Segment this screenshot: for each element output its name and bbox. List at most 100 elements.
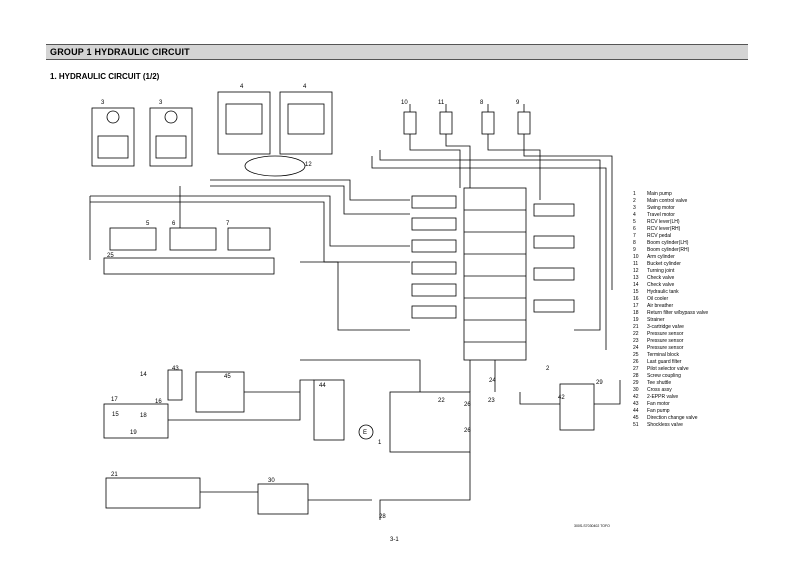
legend-item-number: 18	[633, 310, 639, 316]
label-5: 5	[146, 221, 150, 227]
legend-item-number: 27	[633, 366, 639, 372]
terminal-block	[103, 257, 275, 275]
swing-motor-right-symbol	[164, 110, 178, 124]
section-title: 1. HYDRAULIC CIRCUIT (1/2)	[50, 72, 160, 81]
legend-item-number: 14	[633, 282, 639, 288]
legend-item-number: 13	[633, 275, 639, 281]
legend-item: 28 Screw coupling	[633, 373, 753, 380]
legend-item-number: 19	[633, 317, 639, 323]
legend-item-label: Arm cylinder	[647, 254, 675, 260]
label-18: 18	[140, 413, 147, 419]
label-19: 19	[130, 430, 137, 436]
label-45: 45	[224, 374, 231, 380]
legend-item: 26 Last guard filter	[633, 359, 753, 366]
fan-pump	[313, 379, 345, 441]
legend-item-label: Shockless valve	[647, 422, 683, 428]
legend-item-number: 12	[633, 268, 639, 274]
travel-motor-left-box	[217, 91, 271, 155]
hydraulic-tank	[103, 403, 169, 439]
legend-item-number: 16	[633, 296, 639, 302]
label-22: 22	[438, 398, 445, 404]
legend-item-label: Pressure sensor	[647, 345, 684, 351]
legend-item-label: 3-cartridge valve	[647, 324, 684, 330]
legend-item-number: 1	[633, 191, 636, 197]
label-21: 21	[111, 472, 118, 478]
turning-joint	[244, 155, 306, 177]
label-23: 23	[488, 398, 495, 404]
swing-motor-left-inner	[97, 135, 129, 159]
label-29: 29	[596, 380, 603, 386]
legend-item: 6 RCV lever(RH)	[633, 226, 753, 233]
boom-cylinder-rh	[517, 111, 531, 135]
legend-item-label: RCV pedal	[647, 233, 672, 239]
label-30: 30	[268, 478, 275, 484]
legend-item-number: 4	[633, 212, 636, 218]
label-43: 43	[172, 366, 179, 372]
legend-item-label: Turning joint	[647, 268, 675, 274]
legend-item-label: Oil cooler	[647, 296, 669, 302]
component-number-labels: 3 3 4 4 5 6 7 8 9 10 11 12 14 15 16 17 1…	[101, 84, 603, 520]
fan-motor	[167, 369, 183, 401]
label-15: 15	[112, 412, 119, 418]
rcv-lever-rh	[169, 227, 217, 251]
bucket-cylinder	[439, 111, 453, 135]
group-title: GROUP 1 HYDRAULIC CIRCUIT	[50, 47, 190, 57]
legend-item-label: Fan pump	[647, 408, 670, 414]
travel-motor-right-box	[279, 91, 333, 155]
legend-item-number: 2	[633, 198, 636, 204]
legend-item-label: Tee shuttle	[647, 380, 672, 386]
legend-item-number: 45	[633, 415, 639, 421]
engine-symbol	[358, 424, 374, 440]
legend-item: 16 Oil cooler	[633, 296, 753, 303]
direction-change-valve	[195, 371, 245, 413]
legend-item-label: Pressure sensor	[647, 338, 684, 344]
legend-item-number: 26	[633, 359, 639, 365]
legend-item-label: Main control valve	[647, 198, 688, 204]
label-6: 6	[172, 221, 176, 227]
legend-item-number: 8	[633, 240, 636, 246]
main-control-valve	[463, 187, 527, 361]
label-4-left: 4	[240, 84, 244, 90]
legend-item: 12 Turning joint	[633, 268, 753, 275]
legend-item: 10 Arm cylinder	[633, 254, 753, 261]
label-4-right: 4	[303, 84, 307, 90]
cross-assy	[257, 483, 309, 515]
legend-item-label: Screw coupling	[647, 373, 681, 379]
legend-item-number: 51	[633, 422, 639, 428]
legend-item-number: 6	[633, 226, 636, 232]
legend-item-number: 28	[633, 373, 639, 379]
boom-cylinder-lh	[481, 111, 495, 135]
legend-item-label: Direction change valve	[647, 415, 698, 421]
arm-cylinder	[403, 111, 417, 135]
legend-item-label: RCV lever(RH)	[647, 226, 681, 232]
legend-item-label: Fan motor	[647, 401, 670, 407]
cartridge-valve	[105, 477, 201, 509]
legend-item: 51 Shockless valve	[633, 422, 753, 429]
label-2: 2	[546, 366, 550, 372]
legend-item-number: 10	[633, 254, 639, 260]
swing-motor-right-box	[149, 107, 193, 167]
legend-item-label: Last guard filter	[647, 359, 682, 365]
legend-item-label: Bucket cylinder	[647, 261, 681, 267]
travel-motor-right-inner	[287, 103, 325, 135]
legend-item-number: 9	[633, 247, 636, 253]
legend-item: 45 Direction change valve	[633, 415, 753, 422]
label-12: 12	[305, 162, 312, 168]
legend-item-number: 22	[633, 331, 639, 337]
label-24: 24	[489, 378, 496, 384]
legend-item-number: 30	[633, 387, 639, 393]
